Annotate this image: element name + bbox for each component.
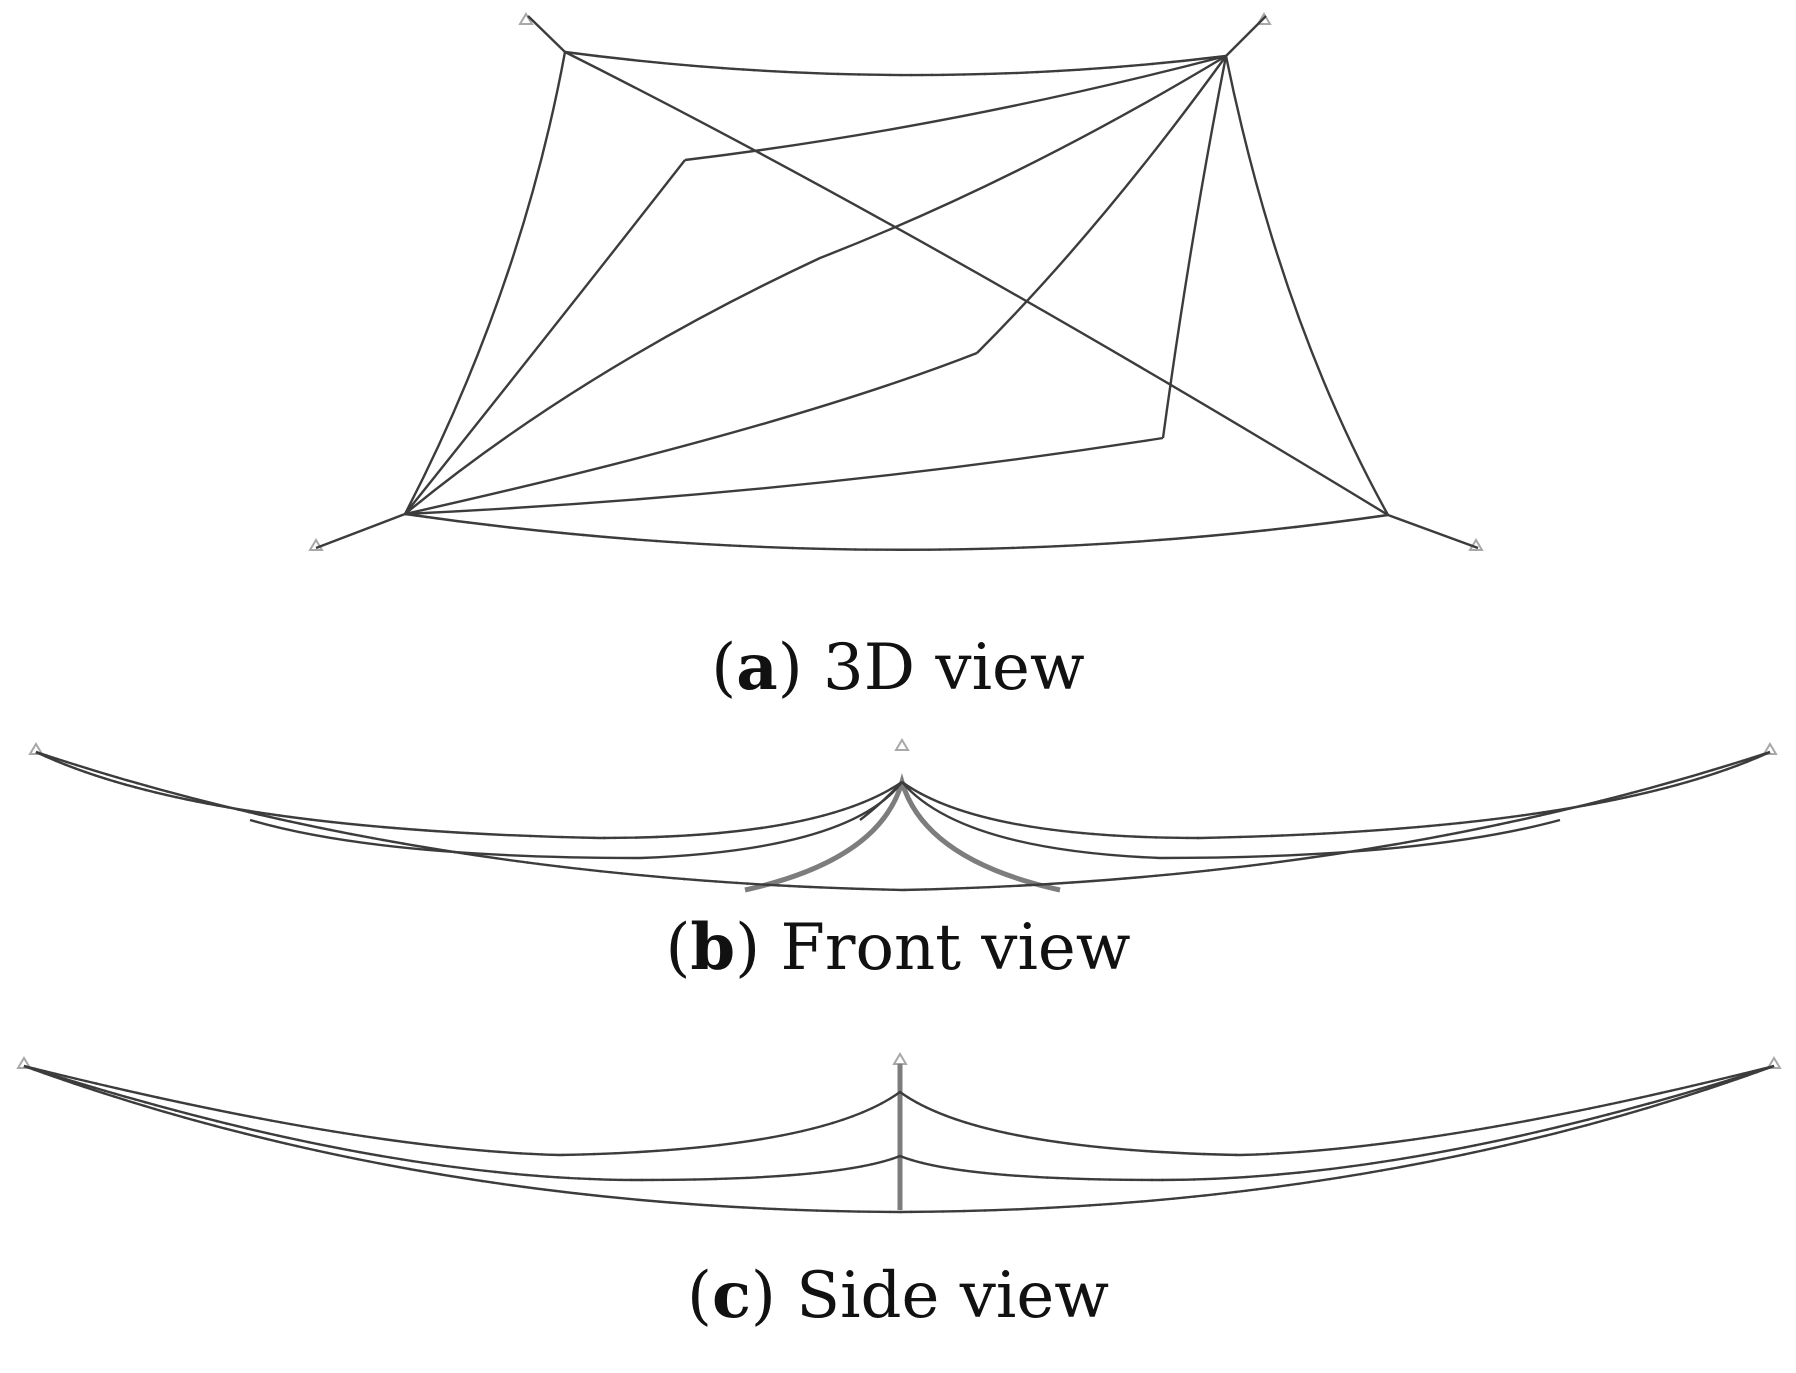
- front-cable: [35, 750, 1771, 892]
- panel-caption: Side view: [796, 1259, 1110, 1333]
- inner-cable: [404, 54, 1227, 515]
- panel-letter: b: [690, 910, 736, 985]
- edge-cable-left: [403, 51, 567, 515]
- front-cable: [35, 750, 1771, 892]
- side-cable: [23, 1064, 1775, 1214]
- stay-cable: [1225, 15, 1267, 57]
- mast-cable: [744, 773, 1061, 893]
- stay-cable: [527, 15, 566, 53]
- cable-net-front-drawing: [28, 738, 1778, 893]
- caption-side-view: (c) Side view: [686, 1258, 1110, 1333]
- front-cable: [35, 750, 903, 840]
- panel-front-view: [0, 730, 1796, 900]
- support-icon: [1256, 12, 1272, 25]
- inner-cable: [1161, 55, 1228, 439]
- support-icon: [518, 12, 534, 25]
- support-icon: [16, 1056, 32, 1069]
- caption-front-view: (b) Front view: [665, 910, 1131, 985]
- support-icon: [894, 738, 910, 751]
- edge-cable-right: [1224, 55, 1390, 516]
- panel-side-view: [0, 1030, 1796, 1230]
- inner-cable: [684, 54, 1227, 162]
- diagonal-cable: [564, 50, 1389, 517]
- side-cable: [23, 1064, 1775, 1182]
- inner-cable: [404, 351, 978, 516]
- front-cable: [859, 781, 903, 821]
- front-cable: [901, 750, 1771, 840]
- front-cable: [901, 781, 1561, 860]
- panel-caption: Front view: [780, 911, 1131, 985]
- panel-caption: 3D view: [823, 631, 1085, 705]
- inner-cable: [404, 436, 1164, 516]
- support-icon: [1766, 1056, 1782, 1069]
- support-icon: [892, 1052, 908, 1065]
- support-icon: [1762, 742, 1778, 755]
- front-cable: [249, 781, 903, 860]
- panel-letter: c: [711, 1258, 751, 1333]
- side-cable: [23, 1064, 1775, 1157]
- stay-cable: [1387, 513, 1479, 550]
- edge-cable-bottom: [404, 512, 1389, 551]
- cable-net-side-drawing: [16, 1052, 1782, 1214]
- support-icon: [308, 538, 324, 551]
- inner-cable: [404, 159, 686, 515]
- front-cable: [35, 750, 903, 840]
- caption-3d-view: (a) 3D view: [711, 630, 1085, 705]
- inner-cable: [976, 55, 1227, 354]
- panel-3d-view: [0, 0, 1796, 560]
- support-icon: [28, 742, 44, 755]
- panel-letter: a: [736, 630, 778, 705]
- cable-net-3d-drawing: [308, 12, 1484, 551]
- stay-cable: [315, 512, 406, 550]
- edge-cable-top: [564, 50, 1227, 77]
- edge-cable-bottom: [404, 512, 1389, 551]
- edge-cable-top: [564, 50, 1227, 77]
